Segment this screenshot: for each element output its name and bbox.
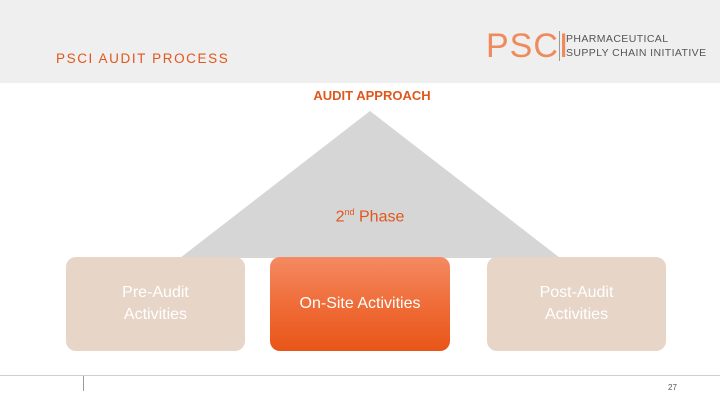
logo-mark: PSCI (486, 27, 570, 65)
logo-line-2: SUPPLY CHAIN INITIATIVE (566, 47, 707, 59)
phase-word: Phase (359, 208, 405, 226)
diagram-title: AUDIT APPROACH (313, 88, 431, 103)
post-audit-box: Post-Audit Activities (487, 257, 666, 351)
footer-rule (0, 375, 720, 376)
page-number: 27 (668, 383, 677, 392)
phase-number: 2 (335, 208, 345, 226)
pre-audit-line-1: Pre-Audit (122, 284, 189, 301)
on-site-label: On-Site Activities (299, 295, 421, 312)
phase-suffix: nd (344, 207, 355, 217)
post-audit-line-2: Activities (544, 306, 609, 323)
pre-audit-line-2: Activities (123, 306, 188, 323)
post-audit-line-1: Post-Audit (539, 284, 614, 301)
logo-divider (559, 31, 560, 61)
on-site-box: On-Site Activities (270, 257, 450, 351)
logo-line-1: PHARMACEUTICAL (566, 33, 669, 45)
phase-label: 2nd Phase (300, 207, 440, 226)
header-band (0, 0, 720, 83)
footer-tick (83, 376, 84, 391)
approach-triangle (180, 111, 560, 258)
pre-audit-box: Pre-Audit Activities (66, 257, 245, 351)
section-title: PSCI AUDIT PROCESS (56, 51, 230, 66)
